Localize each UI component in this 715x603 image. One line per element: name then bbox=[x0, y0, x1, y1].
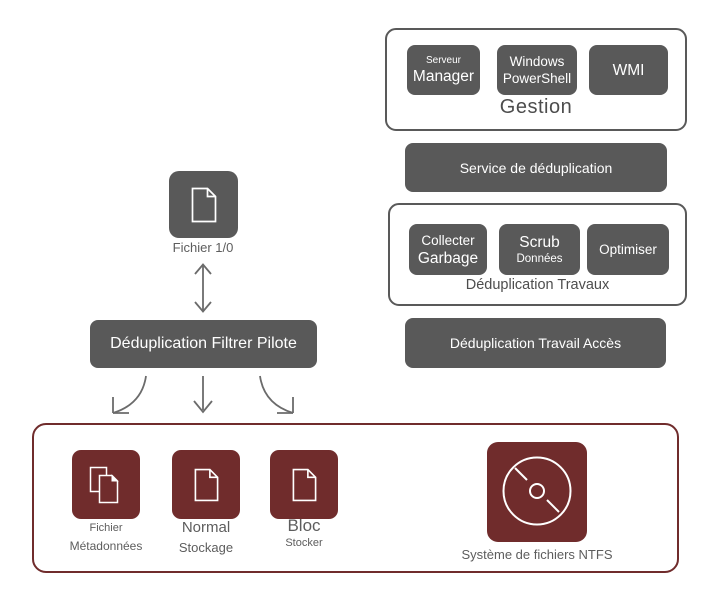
scrub-data-node: Scrub Données bbox=[499, 224, 580, 275]
gestion-group-box: Serveur Manager Windows PowerShell WMI G… bbox=[385, 28, 687, 131]
windows-powershell-line2: PowerShell bbox=[502, 71, 572, 86]
filter-driver-label: Déduplication Filtrer Pilote bbox=[110, 335, 297, 352]
server-manager-node: Serveur Manager bbox=[407, 45, 480, 95]
wmi-label: WMI bbox=[612, 61, 645, 79]
document-icon bbox=[190, 187, 218, 223]
metadata-file-tile bbox=[72, 450, 140, 519]
file-io-caption: Fichier 1/0 bbox=[172, 240, 234, 255]
dedup-service-box: Service de déduplication bbox=[405, 143, 667, 192]
dedup-service-label: Service de déduplication bbox=[459, 159, 613, 176]
ntfs-caption: Système de fichiers NTFS bbox=[461, 547, 613, 562]
job-access-box: Déduplication Travail Accès bbox=[405, 318, 666, 368]
disk-icon bbox=[494, 449, 580, 535]
optimize-label: Optimiser bbox=[599, 242, 657, 257]
garbage-collect-node: Collecter Garbage bbox=[409, 224, 487, 275]
document-icon bbox=[193, 468, 220, 502]
documents-copy-icon bbox=[86, 465, 126, 505]
normal-storage-caption: Normal Stockage bbox=[146, 519, 266, 555]
garbage-collect-line1: Collecter bbox=[421, 232, 475, 248]
ntfs-tile bbox=[487, 442, 587, 542]
scrub-data-line2: Données bbox=[516, 252, 563, 265]
server-manager-line2: Manager bbox=[412, 68, 475, 85]
bidirectional-arrow-icon bbox=[188, 261, 218, 315]
fanout-arrows-icon bbox=[95, 372, 311, 418]
windows-powershell-line1: Windows bbox=[509, 54, 565, 69]
document-icon bbox=[291, 468, 318, 502]
metadata-file-line2: Métadonnées bbox=[69, 539, 143, 553]
normal-storage-tile bbox=[172, 450, 240, 519]
job-access-label: Déduplication Travail Accès bbox=[449, 335, 622, 351]
windows-powershell-node: Windows PowerShell bbox=[497, 45, 577, 95]
block-store-line2: Stocker bbox=[285, 537, 323, 549]
scrub-data-line1: Scrub bbox=[519, 233, 560, 251]
storage-group-box: Fichier Métadonnées Normal Stockage bbox=[32, 423, 679, 573]
block-store-line1: Bloc bbox=[287, 516, 321, 535]
metadata-file-line1: Fichier bbox=[89, 522, 123, 534]
block-store-tile bbox=[270, 450, 338, 519]
jobs-group-label: Déduplication Travaux bbox=[465, 277, 610, 293]
file-io-tile bbox=[169, 171, 238, 238]
normal-storage-line2: Stockage bbox=[178, 540, 234, 555]
block-store-caption: Bloc Stocker bbox=[244, 516, 364, 549]
normal-storage-line1: Normal bbox=[181, 519, 231, 536]
garbage-collect-line2: Garbage bbox=[417, 249, 479, 267]
jobs-group-box: Collecter Garbage Scrub Données Optimise… bbox=[388, 203, 687, 306]
wmi-node: WMI bbox=[589, 45, 668, 95]
metadata-file-caption: Fichier Métadonnées bbox=[46, 522, 166, 553]
filter-driver-box: Déduplication Filtrer Pilote bbox=[90, 320, 317, 368]
gestion-group-label: Gestion bbox=[499, 96, 573, 118]
optimize-node: Optimiser bbox=[587, 224, 669, 275]
server-manager-line1: Serveur bbox=[425, 55, 461, 66]
